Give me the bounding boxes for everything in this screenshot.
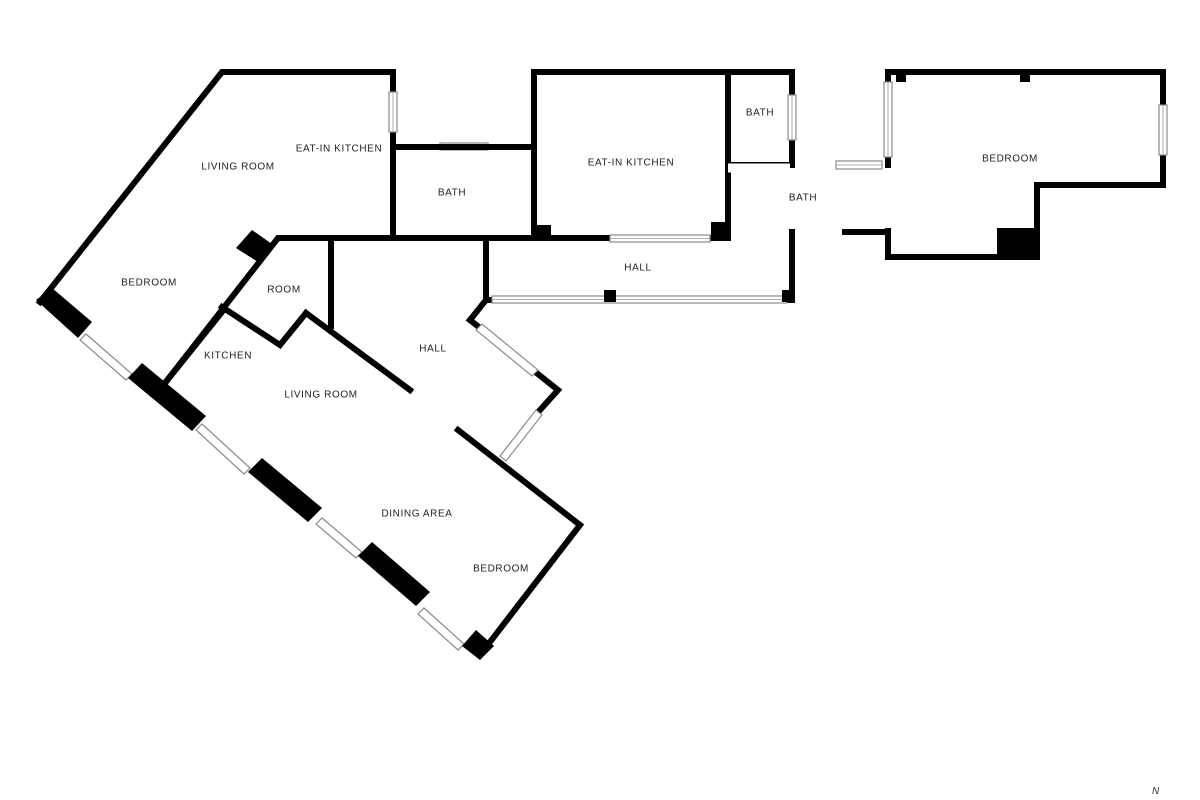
right-unit-walls	[885, 69, 1166, 260]
room-labels: LIVING ROOM EAT-IN KITCHEN BATH EAT-IN K…	[121, 108, 1038, 575]
right-unit-windows	[883, 81, 1168, 158]
room-label-bath-1: BATH	[438, 188, 466, 199]
room-label-eat-in-kitchen-1: EAT-IN KITCHEN	[296, 144, 383, 155]
room-label-living-room-2: LIVING ROOM	[284, 390, 357, 401]
room-label-eat-in-kitchen-2: EAT-IN KITCHEN	[588, 158, 675, 169]
window	[475, 323, 539, 377]
room-label-kitchen: KITCHEN	[204, 351, 252, 362]
room-label-bath-3: BATH	[789, 193, 817, 204]
window	[79, 333, 133, 381]
left-unit-windows	[388, 91, 489, 151]
wall-pier	[604, 290, 616, 302]
wall-pier	[462, 630, 494, 660]
room-label-living-room-1: LIVING ROOM	[201, 162, 274, 173]
left-unit-outer-wall	[35, 69, 396, 307]
room-wall	[301, 308, 415, 395]
middle-unit-outer-wall	[531, 69, 795, 241]
right-bedroom-wall	[885, 69, 1166, 260]
kitchen-wall	[217, 302, 311, 349]
window	[195, 423, 251, 475]
room-label-hall-2: HALL	[419, 344, 446, 355]
window	[499, 409, 543, 462]
wall-pier	[896, 72, 906, 82]
lower-unit-piers	[128, 363, 494, 660]
middle-unit-inner-wall	[537, 69, 731, 241]
hall-bay-wall	[465, 295, 491, 325]
wall-pier	[248, 458, 322, 522]
wall-pier	[36, 288, 92, 338]
wall-pier	[236, 230, 272, 262]
lower-unit-outer-wall	[160, 307, 227, 388]
room-label-bath-2: BATH	[746, 108, 774, 119]
window	[315, 517, 363, 559]
left-unit-interior-wall	[160, 235, 396, 388]
room-label-bedroom-3: BEDROOM	[473, 564, 529, 575]
wall-pier	[1020, 72, 1030, 82]
lower-unit-windows	[79, 323, 543, 651]
middle-unit-walls	[483, 69, 891, 303]
wall-pier	[711, 222, 729, 240]
wall-pier	[535, 225, 551, 240]
room-label-room: ROOM	[267, 285, 301, 296]
room-label-dining-area: DINING AREA	[381, 509, 452, 520]
room-label-bedroom-2: BEDROOM	[121, 278, 177, 289]
wall-pier	[358, 542, 430, 606]
room-label-hall-1: HALL	[624, 263, 651, 274]
living-wall	[453, 425, 585, 660]
middle-unit-windows	[491, 94, 883, 304]
wall-pier	[997, 228, 1037, 257]
wall-pier	[782, 290, 794, 302]
room-label-bedroom-1: BEDROOM	[982, 154, 1038, 165]
north-arrow-label: N	[1152, 786, 1160, 797]
wall-pier	[128, 363, 206, 431]
window	[417, 607, 465, 651]
